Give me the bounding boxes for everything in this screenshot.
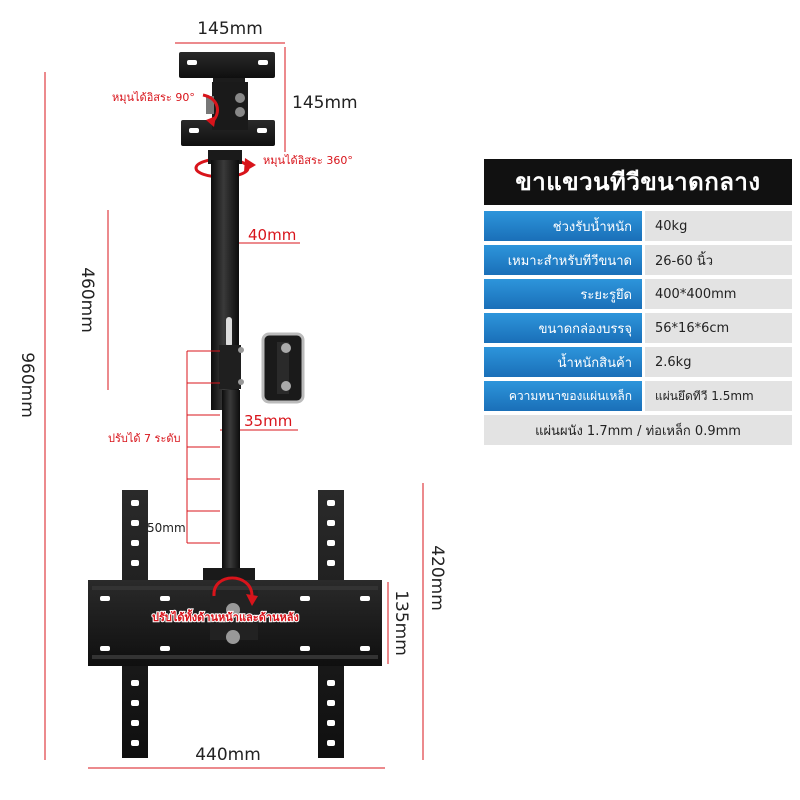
dim-frame-width: 440mm <box>195 745 261 765</box>
spec-row: ช่วงรับน้ำหนัก 40kg <box>484 211 792 241</box>
spec-row: ระยะรูยึด 400*400mm <box>484 279 792 309</box>
annotation-tilt: ปรับได้ทั้งด้านหน้าและด้านหลัง <box>152 609 299 624</box>
annotation-adjust-levels: ปรับได้ 7 ระดับ <box>108 432 181 445</box>
dim-top-width: 145mm <box>197 19 263 39</box>
spec-label: น้ำหนักสินค้า <box>484 347 642 377</box>
dim-total-height: 960mm <box>17 352 37 418</box>
dimension-lines <box>44 42 424 769</box>
dim-step: 50mm <box>147 521 186 535</box>
spec-value: 56*16*6cm <box>645 313 792 343</box>
spec-row: ขนาดกล่องบรรจุ 56*16*6cm <box>484 313 792 343</box>
spec-title: ขาแขวนทีวีขนาดกลาง <box>484 159 792 205</box>
dim-frame-height: 420mm <box>427 545 447 611</box>
spec-value: 40kg <box>645 211 792 241</box>
mount-pole <box>203 150 255 586</box>
pole-zoom-inset <box>261 332 305 404</box>
tv-frame <box>88 490 382 758</box>
spec-label: ระยะรูยึด <box>484 279 642 309</box>
spec-footer: แผ่นผนัง 1.7mm / ท่อเหล็ก 0.9mm <box>484 415 792 445</box>
spec-value: 2.6kg <box>645 347 792 377</box>
spec-label: ความหนาของแผ่นเหล็ก <box>484 381 642 411</box>
spec-label: ขนาดกล่องบรรจุ <box>484 313 642 343</box>
feature-annotations: หมุนได้อิสระ 90° หมุนได้อิสระ 360° ปรับไ… <box>108 91 353 625</box>
spec-row: น้ำหนักสินค้า 2.6kg <box>484 347 792 377</box>
spec-row: ความหนาของแผ่นเหล็ก แผ่นยึดทีวี 1.5mm <box>484 381 792 411</box>
spec-row: เหมาะสำหรับทีวีขนาด 26-60 นิ้ว <box>484 245 792 275</box>
dimension-labels: 145mm 145mm 460mm 40mm 960mm 35mm 50mm 4… <box>17 19 447 765</box>
ceiling-bracket <box>179 52 275 146</box>
dim-top-height: 145mm <box>292 93 358 113</box>
dim-pole-lower-diameter: 35mm <box>244 412 292 430</box>
adjust-levels-guide <box>186 350 220 544</box>
dim-pole-upper-diameter: 40mm <box>248 226 296 244</box>
annotation-rotate-360: หมุนได้อิสระ 360° <box>263 154 353 167</box>
dim-plate-height: 135mm <box>391 590 411 656</box>
spec-label: เหมาะสำหรับทีวีขนาด <box>484 245 642 275</box>
spec-table: ขาแขวนทีวีขนาดกลาง ช่วงรับน้ำหนัก 40kg เ… <box>484 159 792 445</box>
spec-value: 400*400mm <box>645 279 792 309</box>
spec-label: ช่วงรับน้ำหนัก <box>484 211 642 241</box>
dim-pole-upper-length: 460mm <box>77 267 97 333</box>
spec-value: 26-60 นิ้ว <box>645 245 792 275</box>
spec-value: แผ่นยึดทีวี 1.5mm <box>645 381 792 411</box>
rotate-90-arrow <box>202 93 219 127</box>
annotation-rotate-90: หมุนได้อิสระ 90° <box>112 91 195 104</box>
